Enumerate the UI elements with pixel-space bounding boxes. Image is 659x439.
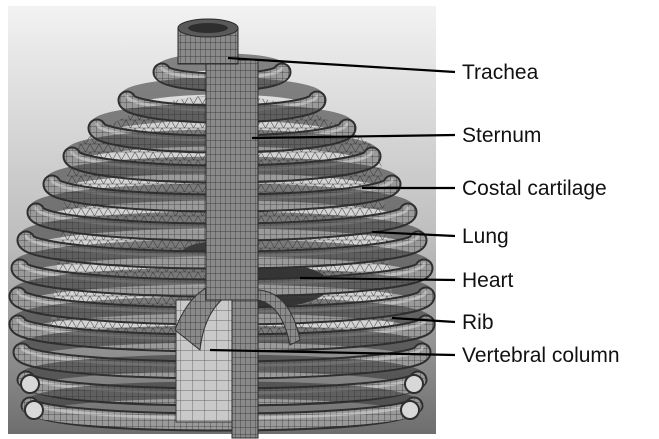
label-lung: Lung [462,225,509,248]
rib-end-cap-2 [401,401,419,419]
rib-end-cap-1 [25,401,43,419]
label-sternum: Sternum [462,124,541,147]
label-costal-cartilage: Costal cartilage [462,177,607,200]
label-trachea: Trachea [462,61,539,84]
label-vertebral-column: Vertebral column [462,344,620,367]
sternum-lower-mesh [232,300,258,438]
sternum-mesh [206,60,258,300]
rib-end-cap-4 [405,375,423,393]
trachea-lumen [188,23,228,33]
label-heart: Heart [462,269,514,292]
rib-end-cap-3 [21,375,39,393]
label-rib: Rib [462,311,494,334]
